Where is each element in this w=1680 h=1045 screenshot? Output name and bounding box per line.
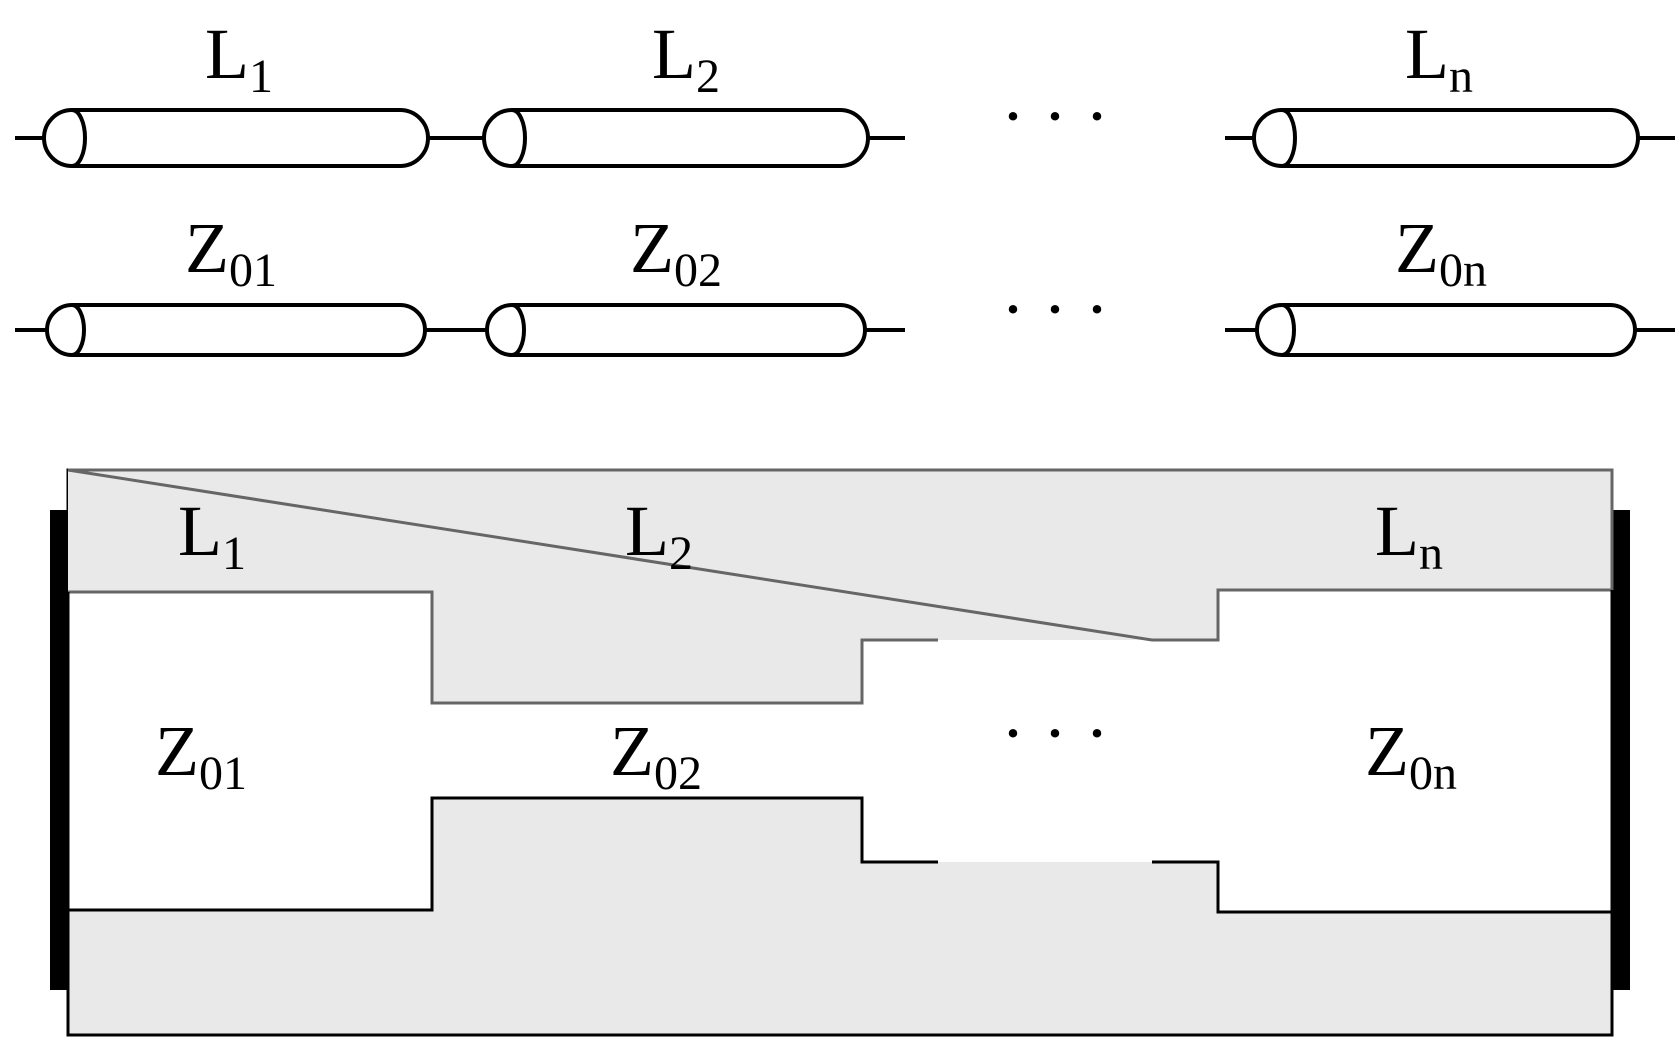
label-Z0n: Z0n xyxy=(1365,711,1457,800)
stepped-cross-section: · · · L1 L2 Ln Z01 Z02 Z0n xyxy=(50,468,1630,1037)
ellipsis: · · · xyxy=(1001,76,1109,156)
right-end-plate xyxy=(1612,510,1630,990)
label-L1: L1 xyxy=(178,491,246,580)
left-end-plate xyxy=(50,510,68,990)
coax-segment-2 xyxy=(485,303,867,357)
coax-segment-1 xyxy=(45,303,427,357)
coax-end-ellipse xyxy=(1281,108,1297,168)
label-Ln: Ln xyxy=(1405,14,1473,103)
coax-segment-2 xyxy=(482,108,870,168)
label-Z02: Z02 xyxy=(610,711,702,800)
lower-conductor-outline xyxy=(68,796,1612,914)
label-Z01: Z01 xyxy=(185,208,277,297)
label-Z01: Z01 xyxy=(155,711,247,800)
coax-segment-1 xyxy=(42,108,430,168)
label-L2: L2 xyxy=(625,491,693,580)
label-Ln: Ln xyxy=(1375,491,1443,580)
ellipsis: · · · xyxy=(1001,269,1109,349)
coax-end-ellipse xyxy=(1281,303,1296,357)
coax-end-ellipse xyxy=(71,303,86,357)
label-Z0n: Z0n xyxy=(1395,208,1487,297)
coax-segment-n xyxy=(1252,108,1640,168)
coax-row-lengths: · · · L1 L2 Ln xyxy=(15,14,1675,168)
coax-end-ellipse xyxy=(511,108,527,168)
coax-end-ellipse xyxy=(71,108,87,168)
coax-end-ellipse xyxy=(511,303,526,357)
side-edges xyxy=(66,590,1614,1035)
label-L2: L2 xyxy=(652,14,720,103)
coax-segment-n xyxy=(1255,303,1637,357)
label-L1: L1 xyxy=(205,14,273,103)
coax-row-impedances: · · · Z01 Z02 Z0n xyxy=(15,208,1675,357)
label-Z02: Z02 xyxy=(630,208,722,297)
lower-conductor xyxy=(68,798,1612,1035)
upper-conductor xyxy=(68,470,1612,703)
ellipsis: · · · xyxy=(1001,693,1109,773)
